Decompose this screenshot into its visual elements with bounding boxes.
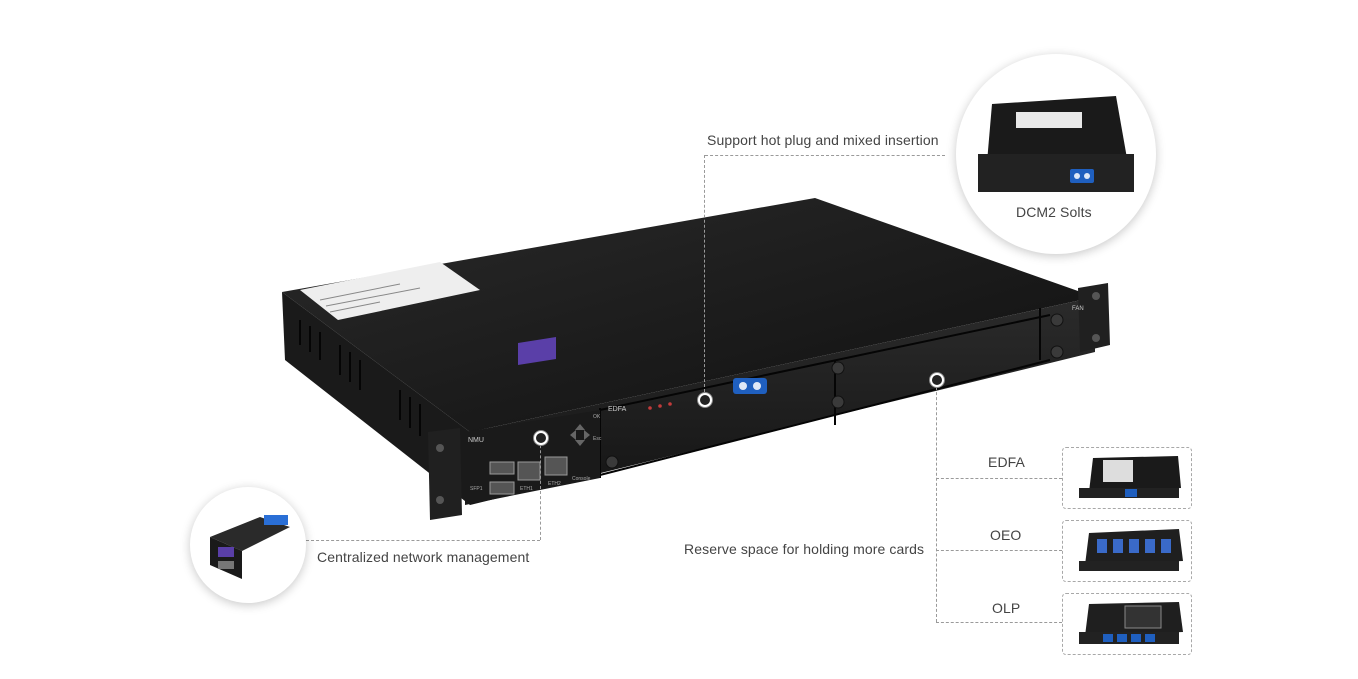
dcm2-callout-circle: DCM2 Solts xyxy=(956,54,1156,254)
nmu-module xyxy=(465,410,600,505)
fan-label: FAN xyxy=(1072,306,1084,312)
eth1-port xyxy=(517,461,541,481)
eth1-label: ETH1 xyxy=(520,486,533,492)
edfa-fiber-connector xyxy=(733,378,767,394)
rack-ear-left xyxy=(428,428,462,520)
olp-card-image xyxy=(1079,602,1183,644)
card-thumb-olp xyxy=(1062,593,1192,655)
product-label-sticker xyxy=(300,262,480,320)
nmu-line-v xyxy=(540,440,541,540)
eth2-port xyxy=(544,456,568,476)
dcm2-caption: DCM2 Solts xyxy=(1016,204,1092,220)
card-thumb-oeo xyxy=(1062,520,1192,582)
nmu-marker xyxy=(534,431,548,445)
centralized-caption: Centralized network management xyxy=(317,549,530,565)
nmu-label: NMU xyxy=(468,437,484,444)
hot-plug-line-h xyxy=(705,155,945,156)
nmu-screen xyxy=(518,336,556,365)
card-label-edfa: EDFA xyxy=(988,454,1025,470)
hot-plug-caption: Support hot plug and mixed insertion xyxy=(707,132,939,148)
ok-label: OK xyxy=(593,414,601,420)
hot-plug-line-v xyxy=(704,155,705,397)
nmu-callout-circle xyxy=(190,487,306,603)
sfp1-label: SFP1 xyxy=(470,486,483,492)
reserve-line-v xyxy=(936,382,937,622)
card-label-oeo: OEO xyxy=(990,527,1022,543)
nmu-line-h xyxy=(306,540,540,541)
nmu-module-image xyxy=(210,515,290,579)
chassis-front xyxy=(470,297,1095,505)
card-label-olp: OLP xyxy=(992,600,1021,616)
chassis-top xyxy=(282,198,1095,432)
card-thumb-edfa xyxy=(1062,447,1192,509)
chassis-side xyxy=(282,292,470,505)
oeo-card-image xyxy=(1079,529,1183,571)
dcm2-module-image xyxy=(978,96,1134,192)
edfa-line xyxy=(936,478,1062,479)
esc-label: Esc xyxy=(593,436,602,442)
eth2-label: ETH2 xyxy=(548,481,561,487)
reserve-marker xyxy=(930,373,944,387)
olp-line xyxy=(936,622,1062,623)
rack-ear-right xyxy=(1078,283,1110,352)
oeo-line xyxy=(936,550,1062,551)
reserve-caption: Reserve space for holding more cards xyxy=(684,541,925,557)
edfa-card-image xyxy=(1079,456,1181,498)
sfp-port-2 xyxy=(489,481,515,495)
sfp-port-1 xyxy=(489,461,515,475)
hot-plug-marker xyxy=(698,393,712,407)
edfa-front-label: EDFA xyxy=(608,406,627,413)
console-label: Console xyxy=(572,476,591,482)
